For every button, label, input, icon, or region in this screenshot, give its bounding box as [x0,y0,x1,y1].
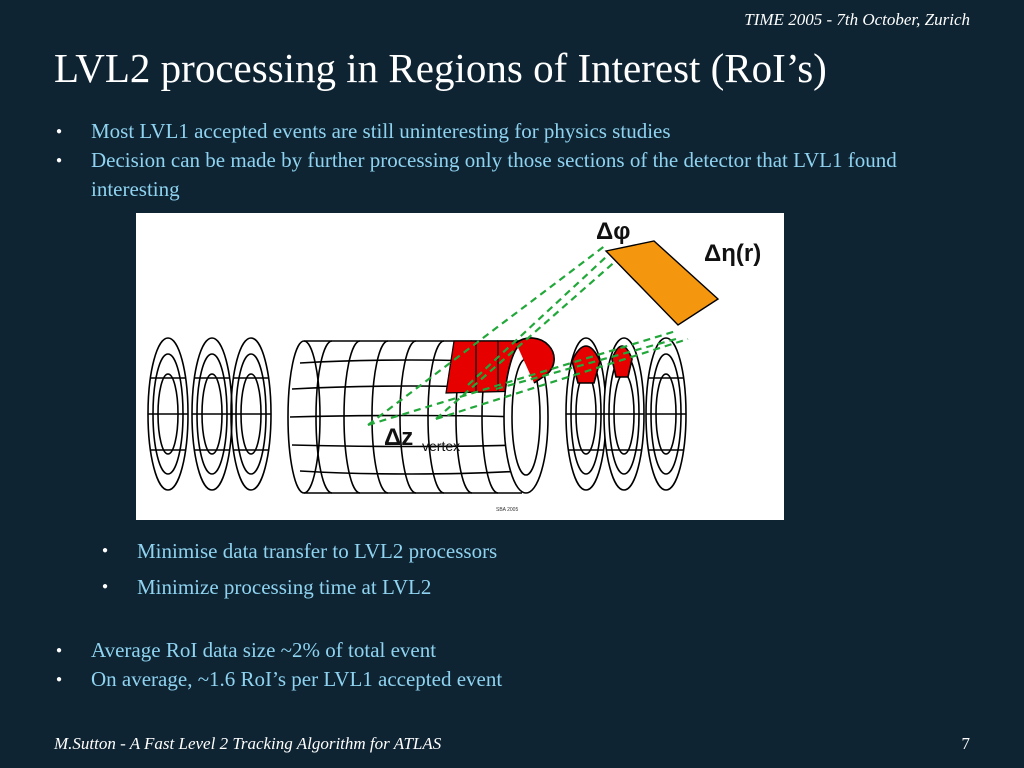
bullet-item: Minimise data transfer to LVL2 processor… [100,533,800,569]
bullet-list-top: Most LVL1 accepted events are still unin… [54,117,974,204]
calorimeter-roi-cell [604,240,720,326]
delta-phi-label: Δφ [596,218,630,245]
endcap-wheel [603,337,645,491]
left-endcap-wheels [147,337,272,491]
delta-eta-label: Δη(r) [704,240,761,267]
page-number: 7 [961,734,971,753]
conference-note: TIME 2005 - 7th October, Zurich [744,10,970,29]
endcap-wheel [230,337,272,491]
endcap-wheel [191,337,233,491]
footer-author-title: M.Sutton - A Fast Level 2 Tracking Algor… [54,734,442,753]
figure-credit: SBA 2005 [496,507,518,513]
bullet-item: On average, ~1.6 RoI’s per LVL1 accepted… [54,665,974,694]
roi-detector-figure: Δφ Δη(r) Δz vertex SBA 2005 [136,213,784,520]
bullet-item: Most LVL1 accepted events are still unin… [54,117,974,146]
endcap-wheel [147,337,189,491]
bullet-item: Minimize processing time at LVL2 [100,569,800,605]
bullet-list-sub: Minimise data transfer to LVL2 processor… [100,533,800,605]
roi-projection-lines [367,244,689,427]
bullet-list-bottom: Average RoI data size ~2% of total event… [54,636,974,694]
slide-title: LVL2 processing in Regions of Interest (… [54,45,827,91]
right-endcap-wheels [565,337,687,491]
barrel-detector [287,337,555,494]
bullet-item: Decision can be made by further processi… [54,146,974,204]
bullet-item: Average RoI data size ~2% of total event [54,636,974,665]
delta-z-subscript: vertex [422,438,460,454]
endcap-wheel [565,337,607,491]
delta-z-label: Δz [384,424,413,451]
roi-diagram: Δφ Δη(r) Δz vertex SBA 2005 [147,218,761,513]
endcap-wheel [645,337,687,491]
